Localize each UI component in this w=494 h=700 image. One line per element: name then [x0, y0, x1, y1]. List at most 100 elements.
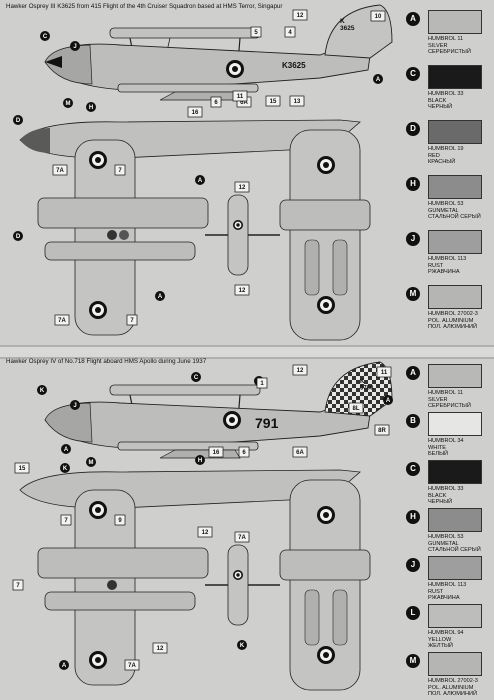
callout-label: 9 [118, 518, 122, 524]
callout-label: A [376, 77, 381, 83]
callout-d: D [13, 231, 23, 241]
callout-label: C [43, 34, 48, 40]
callout-h: H [195, 455, 205, 465]
callout-label: 7A [58, 318, 66, 324]
color-code-badge: L [406, 606, 420, 620]
callout-label: 7 [16, 583, 20, 589]
paint-brand: HUMBROL 53 [428, 534, 464, 540]
paint-brand: HUMBROL 34 [428, 438, 464, 444]
scheme2-top-view [37, 489, 209, 686]
color-code-badge: H [406, 510, 420, 524]
scheme2-fuselage-code: 791 [255, 415, 279, 431]
paint-ru: РЖАВЧИНА [428, 269, 460, 276]
paint-en: GUNMETAL [428, 207, 459, 214]
scheme-divider [0, 345, 494, 359]
callout-12: 12 [152, 642, 168, 654]
callout-k: K [37, 385, 47, 395]
paint-en: SILVER [428, 42, 448, 49]
paint-brand: HUMBROL 27002-3 [428, 678, 478, 684]
callout-7a: 7A [54, 314, 70, 326]
scheme1-front-view [205, 194, 280, 276]
callout-11: 11 [376, 366, 392, 378]
callout-label: 6A [240, 100, 248, 106]
callout-label: A [386, 398, 391, 404]
callout-label: 12 [297, 13, 304, 19]
callout-label: 13 [294, 99, 301, 105]
callout-label: K [63, 466, 68, 472]
paint-brand: HUMBROL 27002-3 [428, 311, 478, 317]
callout-label: 12 [239, 185, 246, 191]
callout-c: C [191, 372, 201, 382]
color-code-badge: A [406, 366, 420, 380]
paint-brand: HUMBROL 94 [428, 630, 464, 636]
paint-ru: ПОЛ. АЛЮМИНИЙ [428, 324, 478, 331]
callout-label: 12 [239, 288, 246, 294]
paint-en: RED [428, 152, 440, 159]
paint-ru: РЖАВЧИНА [428, 595, 460, 602]
callout-13: 13 [289, 95, 305, 107]
callout-5: 5 [250, 26, 262, 38]
callout-16: 16 [187, 106, 203, 118]
color-swatch [428, 285, 482, 309]
callout-7a: 7A [234, 531, 250, 543]
callout-k: K [237, 640, 247, 650]
callout-label: K [240, 643, 245, 649]
color-code-badge: J [406, 558, 420, 572]
paint-en: POL. ALUMINIUM [428, 317, 474, 324]
color-swatch [428, 230, 482, 254]
callout-label: J [73, 44, 76, 50]
paint-ru: ПОЛ. АЛЮМИНИЙ [428, 691, 478, 698]
callout-6: 6 [210, 96, 222, 108]
callout-a: A [195, 175, 205, 185]
paint-brand: HUMBROL 19 [428, 146, 464, 152]
callout-15: 15 [265, 95, 281, 107]
paint-brand: HUMBROL 113 [428, 582, 467, 588]
scheme1-underside-view [279, 129, 371, 341]
callout-12: 12 [234, 181, 250, 193]
callout-a: A [383, 395, 393, 405]
paint-brand: HUMBROL 11 [428, 36, 464, 42]
callout-9: 9 [114, 514, 126, 526]
callout-label: H [198, 458, 202, 464]
paint-ru: СТАЛЬНОЙ СЕРЫЙ [428, 547, 481, 554]
color-swatch [428, 652, 482, 676]
callout-label: D [16, 234, 21, 240]
color-swatch [428, 604, 482, 628]
callout-7a: 7A [124, 659, 140, 671]
color-swatch [428, 364, 482, 388]
callout-7: 7 [114, 164, 126, 176]
color-swatch [428, 65, 482, 89]
paint-en: YELLOW [428, 636, 452, 643]
callout-label: 7 [130, 318, 134, 324]
callout-c: C [40, 31, 50, 41]
callout-j: J [70, 400, 80, 410]
callout-label: J [73, 403, 76, 409]
paint-en: BLACK [428, 492, 447, 499]
paint-en: RUST [428, 262, 444, 269]
callout-m: M [86, 457, 96, 467]
callout-8r: 8R [374, 424, 390, 436]
paint-ru: БЕЛЫЙ [428, 451, 449, 458]
callout-label: 16 [213, 450, 220, 456]
paint-ru: ЧЕРНЫЙ [428, 499, 453, 506]
color-code-badge: H [406, 177, 420, 191]
paint-en: BLACK [428, 97, 447, 104]
callout-label: 11 [381, 370, 388, 376]
callout-7a: 7A [52, 164, 68, 176]
callout-label: D [16, 118, 21, 124]
callout-label: A [64, 447, 69, 453]
callout-label: 7 [64, 518, 68, 524]
callout-label: M [89, 460, 94, 466]
color-swatch [428, 10, 482, 34]
